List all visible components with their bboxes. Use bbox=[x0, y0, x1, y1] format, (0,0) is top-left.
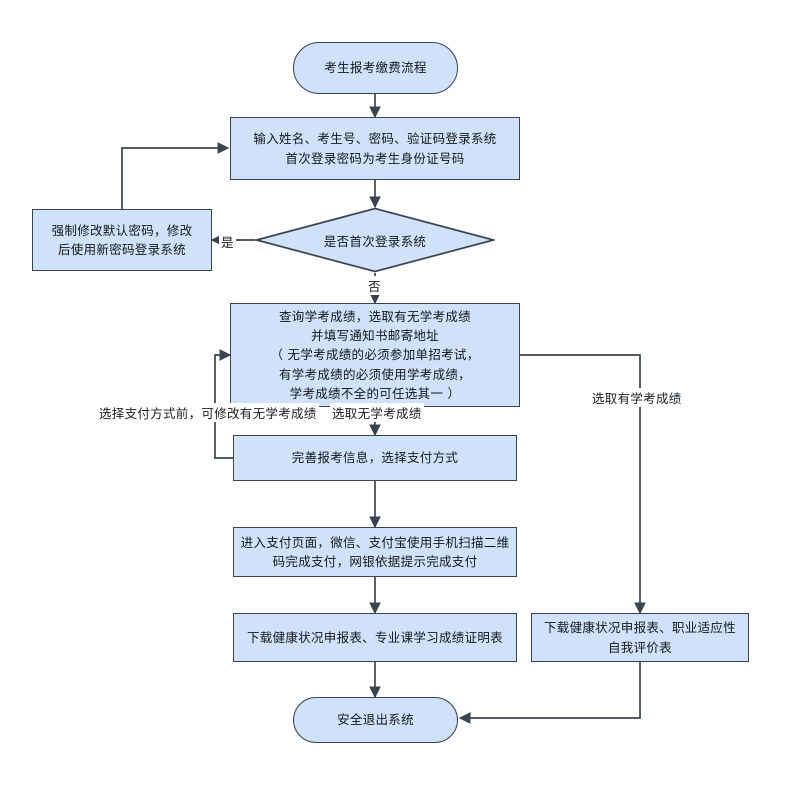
node-payment-page-label: 进入支付页面，微信、支付宝使用手机扫描二维 码完成支付，网银依据提示完成支付 bbox=[240, 534, 510, 569]
connector-query-to-download-right bbox=[519, 354, 646, 615]
node-first-login-decision[interactable]: 是否首次登录系统 bbox=[255, 207, 495, 273]
node-start[interactable]: 考生报考缴费流程 bbox=[293, 42, 458, 94]
node-download-left-label: 下载健康状况申报表、专业课学习成绩证明表 bbox=[246, 629, 503, 645]
node-download-right[interactable]: 下载健康状况申报表、职业适应性 自我评价表 bbox=[531, 613, 749, 662]
node-query-score[interactable]: 查询学考成绩，选取有无学考成绩 并填写通知书邮寄地址 （ 无学考成绩的必须参加单… bbox=[230, 303, 520, 407]
edge-label-has-score: 选取有学考成绩 bbox=[590, 388, 684, 407]
edge-label-yes: 是 bbox=[219, 232, 236, 251]
node-first-login-decision-label: 是否首次登录系统 bbox=[323, 233, 427, 249]
node-change-password[interactable]: 强制修改默认密码，修改 后使用新密码登录系统 bbox=[32, 209, 212, 271]
node-exit[interactable]: 安全退出系统 bbox=[293, 697, 458, 743]
node-change-password-label: 强制修改默认密码，修改 后使用新密码登录系统 bbox=[51, 222, 193, 257]
node-login-label: 输入姓名、考生号、密码、验证码登录系统 首次登录密码为考生身份证号码 bbox=[253, 131, 497, 166]
node-complete-info-label: 完善报考信息，选择支付方式 bbox=[291, 450, 459, 466]
node-complete-info[interactable]: 完善报考信息，选择支付方式 bbox=[233, 435, 517, 481]
connector-change-password-to-login bbox=[121, 142, 230, 209]
node-login[interactable]: 输入姓名、考生号、密码、验证码登录系统 首次登录密码为考生身份证号码 bbox=[230, 117, 520, 180]
connector-download-right-to-exit bbox=[458, 662, 641, 724]
edge-label-modify-before-pay: 选择支付方式前，可修改有无学考成绩 bbox=[97, 403, 319, 422]
node-download-left[interactable]: 下载健康状况申报表、专业课学习成绩证明表 bbox=[233, 613, 517, 662]
node-query-score-label: 查询学考成绩，选取有无学考成绩 并填写通知书邮寄地址 （ 无学考成绩的必须参加单… bbox=[270, 308, 480, 402]
edge-label-no-score: 选取无学考成绩 bbox=[330, 403, 424, 422]
node-download-right-label: 下载健康状况申报表、职业适应性 自我评价表 bbox=[543, 620, 736, 655]
node-payment-page[interactable]: 进入支付页面，微信、支付宝使用手机扫描二维 码完成支付，网银依据提示完成支付 bbox=[233, 527, 517, 577]
node-start-label: 考生报考缴费流程 bbox=[324, 60, 427, 76]
diamond-shape bbox=[255, 207, 495, 273]
node-exit-label: 安全退出系统 bbox=[337, 712, 414, 728]
edge-label-no: 否 bbox=[366, 276, 383, 295]
